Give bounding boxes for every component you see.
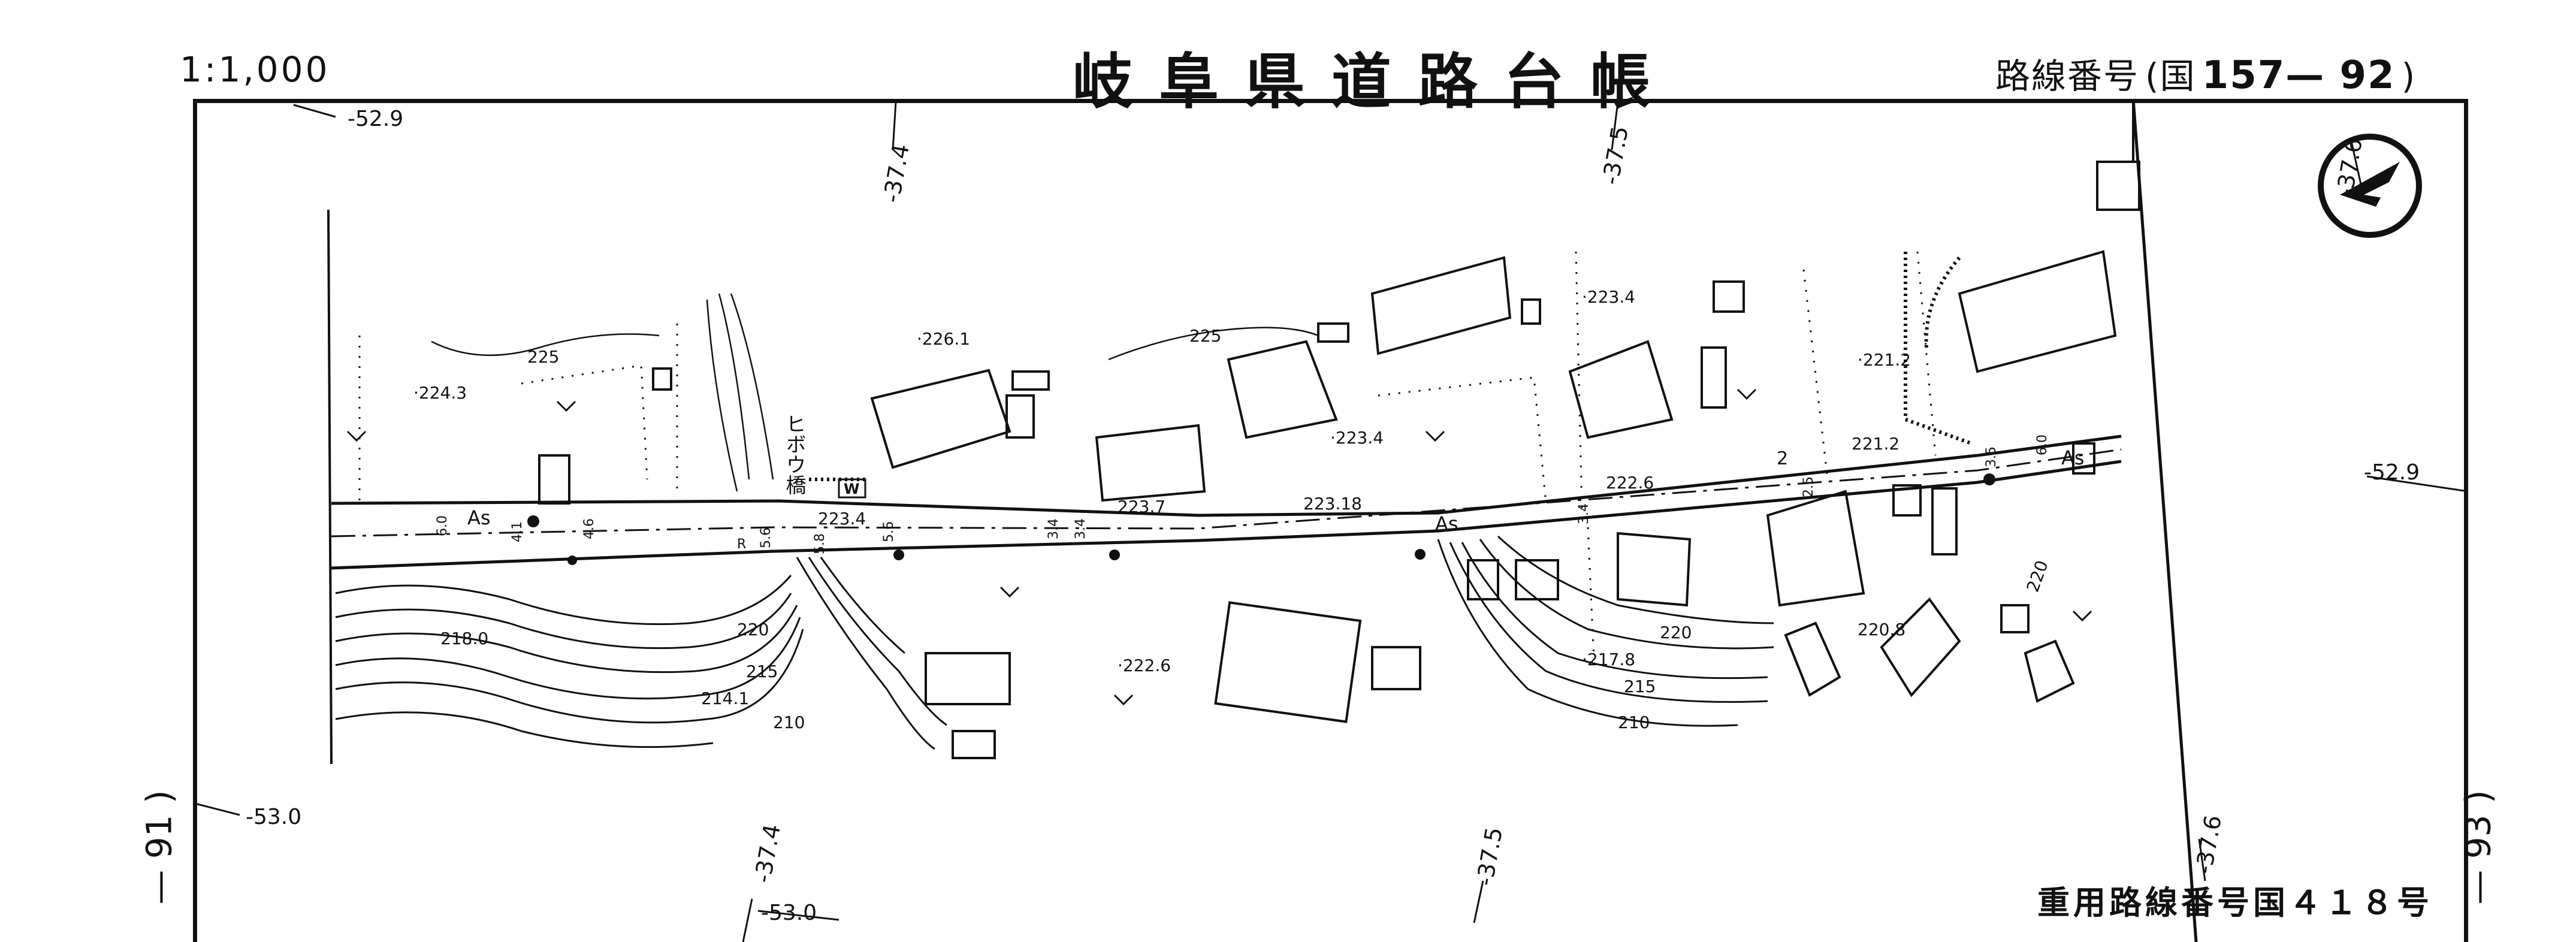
elev-label: 215 xyxy=(1624,677,1656,696)
road-width: 2.5 xyxy=(1801,476,1816,497)
contour-lines-north xyxy=(431,293,1319,492)
coord-left-low: -53.0 xyxy=(246,805,301,829)
coord-right-mid: -52.9 xyxy=(2364,460,2420,485)
elev-label: ·226.1 xyxy=(917,329,970,349)
road-width: 3.4 xyxy=(1046,518,1061,539)
road-width: 3.4 xyxy=(1577,503,1591,524)
road-width: 3.5 xyxy=(1984,446,1999,467)
road-width: 5.8 xyxy=(813,533,828,554)
road-edges xyxy=(331,434,2122,570)
contour-lines xyxy=(335,535,1774,750)
elev-label: 220 xyxy=(2023,558,2052,595)
elev-label: 225 xyxy=(527,347,559,367)
elev-label: ·223.4 xyxy=(1582,287,1635,307)
map-left-edge xyxy=(327,209,333,765)
road-width: 6.0 xyxy=(2035,434,2050,455)
road-width: 2 xyxy=(1777,448,1788,469)
elev-label: ·223.4 xyxy=(1330,428,1384,448)
elev-label: 221.2 xyxy=(1852,434,1899,454)
elev-label: 210 xyxy=(773,712,805,732)
elev-label: 218.0 xyxy=(440,629,488,648)
elev-label: ·221.2 xyxy=(1858,350,1911,370)
emergency-route-label: 重用路線番号国４１８号 xyxy=(2037,883,2433,922)
left-page-ref: — 91 ) xyxy=(138,790,180,905)
route-close: ) xyxy=(2401,56,2417,96)
bridge-mark: W xyxy=(844,481,859,497)
road-width: 4.6 xyxy=(582,518,597,539)
coord-bottom-b: -37.5 xyxy=(1472,825,1508,887)
sheet-edge xyxy=(2131,98,2198,942)
elev-label: 222.6 xyxy=(1606,473,1654,493)
elev-label: 223.4 xyxy=(818,509,866,529)
buildings xyxy=(538,161,2140,759)
elev-label: ·224.3 xyxy=(413,383,467,403)
bridge-mark-box xyxy=(838,478,866,499)
road-r-label: R xyxy=(737,537,746,552)
coord-top-b: -37.5 xyxy=(1597,124,1633,186)
elev-label: 220.8 xyxy=(1858,620,1905,639)
right-page-ref: — 93 ) xyxy=(2457,790,2499,905)
road-width: 4.1 xyxy=(510,521,525,542)
route-number-value: 157— 92 xyxy=(2201,53,2396,98)
road-surface-label: As xyxy=(1435,512,1458,535)
hatched-walls xyxy=(809,252,1973,481)
road-width-labels: 6.0 4.1 4.6 5.6 5.8 5.6 3.4 3.4 3.4 2.5 … xyxy=(435,434,2050,554)
coord-bottom-a: -37.4 xyxy=(750,822,786,884)
road-surface-label: As xyxy=(2061,446,2085,469)
survey-points xyxy=(527,473,1995,565)
elev-label: 220 xyxy=(1660,623,1692,642)
elev-label: 210 xyxy=(1618,712,1650,732)
map-scale: 1:1,000 xyxy=(180,49,330,90)
road-width: 6.0 xyxy=(435,515,450,536)
road-surface-label: As xyxy=(467,506,491,529)
map-frame xyxy=(193,99,2468,942)
elev-label: 220 xyxy=(737,620,769,639)
elev-label: 225 xyxy=(1189,326,1221,346)
route-open: (国 xyxy=(2145,56,2196,96)
elev-label: ·222.6 xyxy=(1118,656,1171,675)
road-width: 5.6 xyxy=(759,527,774,548)
north-arrow-icon xyxy=(2318,134,2422,238)
elev-label: 223.7 xyxy=(1118,497,1165,517)
elev-label: 214.1 xyxy=(701,689,749,708)
elev-label: ·217.8 xyxy=(1582,650,1635,669)
elev-label: 215 xyxy=(746,662,778,681)
elev-label: 223.18 xyxy=(1303,494,1362,514)
vegetation-symbols xyxy=(346,388,2092,706)
coord-bottom-c: -37.6 xyxy=(2191,813,2227,875)
parcel-boundaries xyxy=(358,251,1937,660)
coordinate-ticks xyxy=(192,101,2469,942)
bridge-name: ヒボウ橋 xyxy=(782,413,806,495)
coord-bottom-a2: -53.0 xyxy=(761,901,817,925)
road-width: 3.4 xyxy=(1073,518,1088,539)
road-width: 5.6 xyxy=(881,521,896,542)
coord-top-a: -37.4 xyxy=(878,142,914,204)
route-label: 路線番号 xyxy=(1995,56,2140,96)
coord-top-left: -52.9 xyxy=(348,107,403,131)
map-title: 岐阜県道路台帳 xyxy=(1073,46,1677,117)
